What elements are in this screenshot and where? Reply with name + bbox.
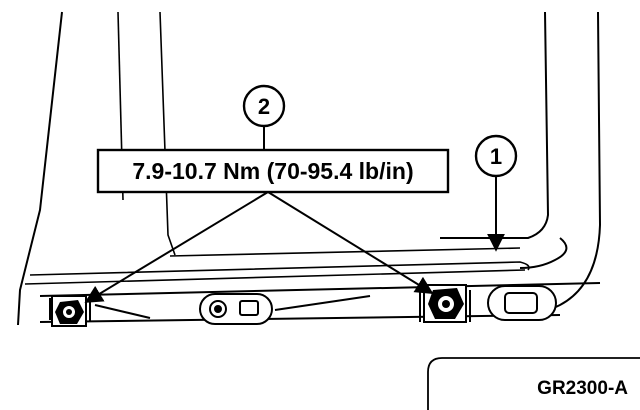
panel-outline: [17, 11, 602, 326]
torque-label-box: 7.9-10.7 Nm (70-95.4 lb/in): [96, 148, 450, 194]
nut-right-icon: [423, 284, 467, 323]
bracket-slot-right: [487, 285, 557, 321]
nut-left-icon: [51, 295, 87, 327]
glass-channel: [24, 11, 530, 285]
torque-label: 7.9-10.7 Nm (70-95.4 lb/in): [132, 158, 413, 184]
callout-2-number: 2: [258, 94, 270, 119]
torque-arrows: [84, 191, 434, 303]
callout-1-number: 1: [490, 144, 502, 169]
callout-1: 1: [474, 134, 518, 252]
callout-2: 2: [242, 84, 286, 150]
figure-id-box: GR2300-A: [427, 357, 640, 410]
figure-id: GR2300-A: [537, 378, 628, 399]
bracket-slot-center: [199, 293, 273, 325]
